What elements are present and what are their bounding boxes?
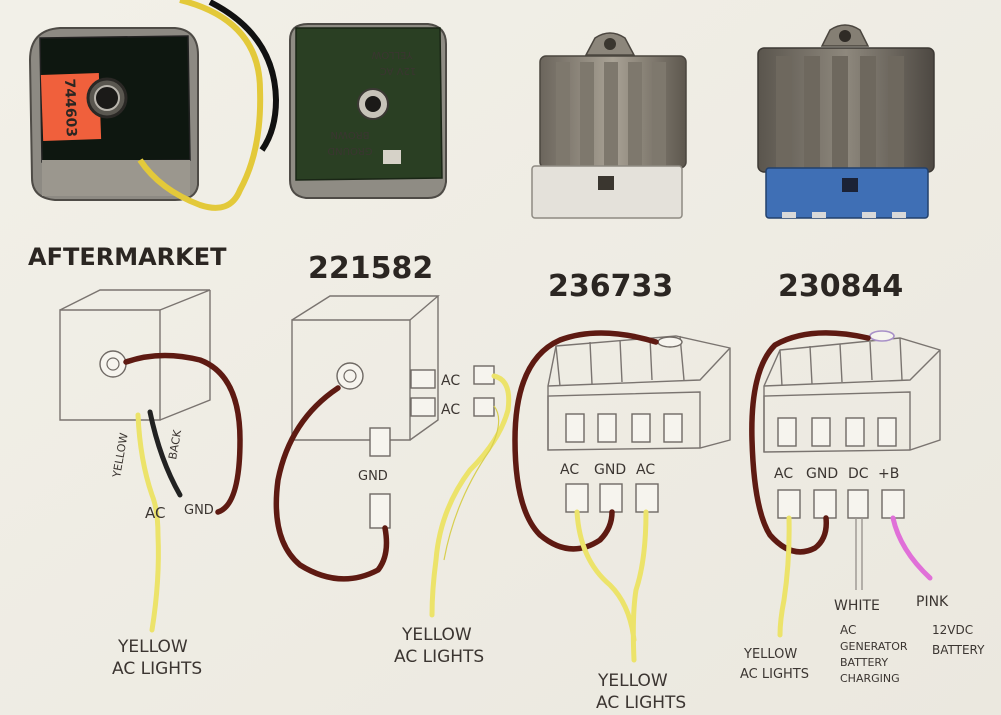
aftermarket-out-yellow: YELLOW [117,637,188,657]
title-236733: 236733 [548,269,673,304]
aftermarket-wire-black-label: BACK [166,428,184,460]
230844-pin-4 [877,417,897,447]
230844-acgen-1: AC [840,623,856,637]
aftermarket-yellow-wire-upper [135,412,161,538]
236733-ac-right-label: AC [636,462,655,478]
221582-brown-wire [273,385,390,582]
230844-batt-2: BATTERY [932,643,985,657]
221582-gnd-tab [369,427,391,457]
230844-pink-wire [890,515,933,581]
236733-brown-wire [512,330,659,552]
236733-pin-2 [597,413,617,443]
236733-pin-1 [565,413,585,443]
diagram-230844: AC GND DC +B WHITE PINK YELLOW AC LIGHTS… [740,330,985,685]
230844-ac-label: AC [774,466,793,482]
230844-yellow-wire [777,515,792,638]
photo-yellow-wire [137,0,264,211]
230844-conn-bplus [881,489,905,519]
230844-pink-label: PINK [916,594,949,610]
230844-white-label: WHITE [834,598,880,614]
230844-acgen-4: CHARGING [840,672,900,685]
221582-out-yellow: YELLOW [401,625,472,645]
230844-aclights-label: AC LIGHTS [740,667,809,682]
236733-out-aclights: AC LIGHTS [596,693,686,713]
230844-white-wire [855,518,863,590]
236733-ac-left-label: AC [560,462,579,478]
230844-conn-gnd [813,489,837,519]
photo-aftermarket-regulator: 744603 [28,27,199,201]
reg2-12vac-text: 12V AC [380,65,416,76]
aftermarket-brown-wire [123,352,243,515]
photo-black-wire [208,0,280,152]
230844-dc-label: DC [848,466,869,482]
230844-bplus-label: +B [878,466,899,482]
reg2-yellow-text: YELLOW [371,49,413,60]
aftermarket-black-wire [147,409,183,498]
230844-brown-wire [749,330,871,555]
aftermarket-yellow-wire-lower [149,532,161,633]
221582-connector-ac-top [473,365,495,385]
230844-batt-1: 12VDC [932,623,973,637]
221582-terminal-ac-bottom [410,397,436,417]
aftermarket-out-aclights: AC LIGHTS [112,659,202,679]
221582-terminal-ac-top [410,369,436,389]
236733-gnd-label: GND [594,462,626,478]
230844-acgen-3: BATTERY [840,656,888,669]
221582-gnd-connector [369,493,391,529]
title-230844: 230844 [778,269,903,304]
photo-236733-regulator [531,32,687,219]
221582-yellow-wire [429,373,512,618]
230844-yellow-label: YELLOW [743,647,797,662]
236733-conn-ac-right [635,483,659,513]
236733-conn-gnd [599,483,623,513]
aftermarket-ac-label: AC [145,504,165,522]
photo-230844-regulator [757,24,935,219]
236733-out-yellow: YELLOW [597,671,668,691]
reg2-brown-text: BROWN [330,129,369,140]
221582-out-aclights: AC LIGHTS [394,647,484,667]
diagram-236733: AC GND AC YELLOW AC LIGHTS [512,330,731,713]
230844-pin-2 [811,417,831,447]
230844-pin-3 [845,417,865,447]
reg2-ground-text: GROUND [327,145,372,156]
title-221582: 221582 [308,251,433,286]
230844-conn-ac [777,489,801,519]
236733-pin-3 [631,413,651,443]
221582-ac-top-label: AC [441,373,460,389]
diagram-aftermarket: YELLOW BACK AC GND YELLOW AC LIGHTS [59,289,243,679]
sticker-number: 744603 [61,78,79,137]
title-aftermarket: AFTERMARKET [28,243,227,271]
221582-gnd-label: GND [358,469,388,484]
230844-acgen-2: GENERATOR [840,640,908,653]
230844-pin-1 [777,417,797,447]
230844-conn-dc [847,489,869,519]
221582-connector-ac-bottom [473,397,495,417]
aftermarket-gnd-label: GND [184,503,214,518]
photo-221582-regulator: YELLOW 12V AC BROWN GROUND [289,23,447,199]
236733-yellow-wire [574,509,649,663]
236733-conn-ac-left [565,483,589,513]
230844-gnd-label: GND [806,466,838,482]
221582-ac-bottom-label: AC [441,402,460,418]
236733-pin-4 [663,413,683,443]
diagram-221582: AC AC GND YELLOW AC LIGHTS [273,295,512,667]
